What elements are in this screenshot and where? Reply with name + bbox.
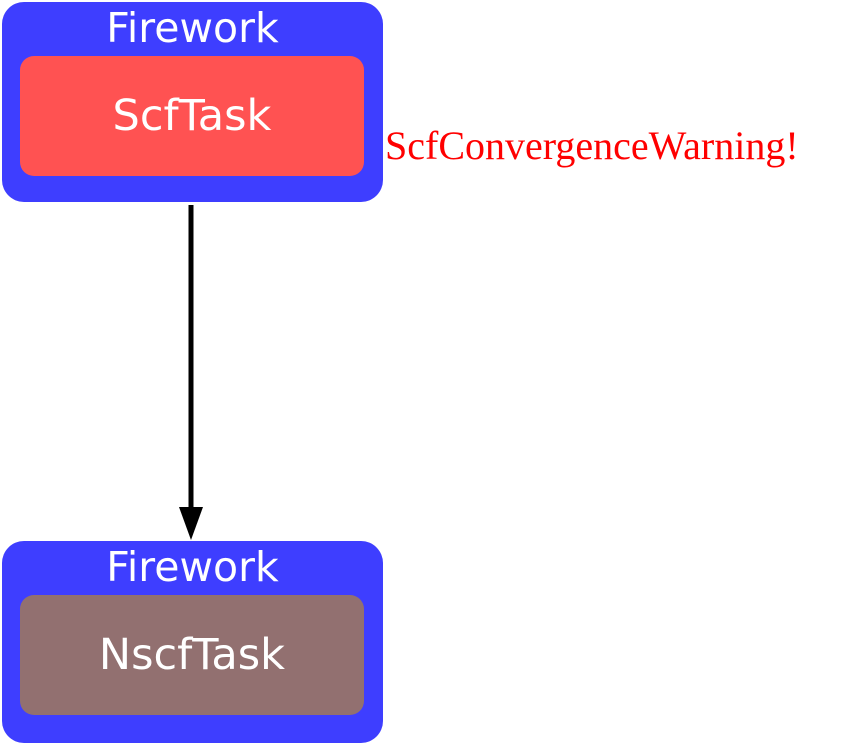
firework-container-bottom: Firework NscfTask <box>2 541 383 743</box>
arrowhead <box>179 507 203 540</box>
nscf-task-label: NscfTask <box>98 630 286 680</box>
scf-convergence-warning: ScfConvergenceWarning! <box>385 123 799 168</box>
firework-label-bottom: Firework <box>106 543 279 591</box>
nscf-task-box: NscfTask <box>20 595 364 715</box>
scf-task-label: ScfTask <box>112 91 272 141</box>
firework-container-top: Firework ScfTask <box>2 2 383 202</box>
scf-task-box: ScfTask <box>20 56 364 176</box>
firework-label-top: Firework <box>106 4 279 52</box>
